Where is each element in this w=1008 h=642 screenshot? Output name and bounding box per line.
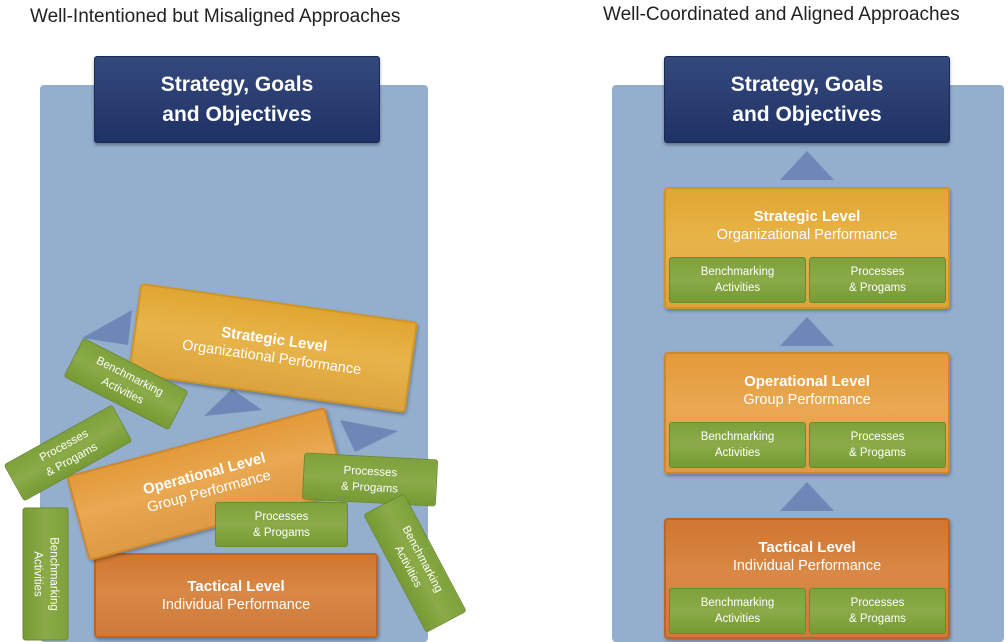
right-arrow-3 (780, 482, 834, 511)
left-processes-box-3-line2: & Progams (253, 526, 310, 539)
right-strategic-processes-line2: & Progams (849, 282, 906, 294)
right-arrow-1 (780, 151, 834, 180)
right-strategic-processes-box: Processes & Progams (809, 257, 946, 303)
left-tactical-level-name: Tactical Level (187, 578, 285, 595)
left-arrow-2 (204, 389, 262, 416)
left-processes-box-2: Processes & Progams (301, 452, 439, 507)
right-strategic-benchmarking-line1: Benchmarking (700, 266, 775, 278)
right-operational-level-subtitle: Group Performance (743, 392, 871, 408)
right-tactical-benchmarking-line1: Benchmarking (700, 597, 775, 609)
right-tactical-level-box: Tactical Level Individual Performance Be… (664, 518, 950, 639)
left-processes-box-2-line2: & Progams (340, 480, 399, 495)
right-strategy-line2: and Objectives (732, 102, 882, 126)
right-operational-processes-line2: & Progams (849, 447, 906, 459)
right-arrow-2 (780, 317, 834, 346)
right-strategic-level-subtitle: Organizational Performance (716, 227, 898, 243)
right-strategic-benchmarking-box: Benchmarking Activities (669, 257, 806, 303)
left-benchmarking-box-2-line2: Activities (31, 551, 44, 597)
right-diagram-title: Well-Coordinated and Aligned Approaches (603, 4, 960, 25)
right-operational-benchmarking-box: Benchmarking Activities (669, 422, 806, 468)
right-strategic-processes-line1: Processes (850, 266, 905, 278)
right-operational-level-name: Operational Level (744, 373, 870, 390)
right-tactical-processes-line2: & Progams (849, 613, 906, 625)
left-processes-box-3-line1: Processes (254, 510, 309, 523)
right-strategic-benchmarking-line2: Activities (714, 282, 761, 294)
right-strategic-level-name: Strategic Level (753, 208, 861, 225)
left-arrow-3 (340, 420, 398, 452)
right-operational-benchmarking-line1: Benchmarking (700, 431, 775, 443)
right-operational-processes-box: Processes & Progams (809, 422, 946, 468)
right-tactical-level-subtitle: Individual Performance (732, 558, 882, 574)
right-operational-level-box: Operational Level Group Performance Benc… (664, 352, 950, 474)
left-diagram-title: Well-Intentioned but Misaligned Approach… (30, 6, 401, 27)
left-benchmarking-box-2: Benchmarking Activities (22, 507, 69, 641)
right-tactical-level-name: Tactical Level (758, 539, 856, 556)
left-arrow-1 (82, 310, 132, 345)
right-operational-benchmarking-line2: Activities (714, 447, 761, 459)
right-operational-processes-line1: Processes (850, 431, 905, 443)
right-tactical-processes-box: Processes & Progams (809, 588, 946, 634)
right-tactical-benchmarking-box: Benchmarking Activities (669, 588, 806, 634)
right-strategic-level-box: Strategic Level Organizational Performan… (664, 187, 950, 309)
right-strategy-goals-box: Strategy, Goals and Objectives (664, 56, 950, 143)
left-strategy-line1: Strategy, Goals (160, 72, 314, 96)
right-tactical-benchmarking-line2: Activities (714, 613, 761, 625)
right-strategy-line1: Strategy, Goals (730, 72, 884, 96)
left-processes-box-3: Processes & Progams (215, 502, 348, 547)
right-tactical-processes-line1: Processes (850, 597, 905, 609)
left-tactical-level-subtitle: Individual Performance (161, 597, 311, 613)
left-strategy-goals-box: Strategy, Goals and Objectives (94, 56, 380, 143)
left-strategy-line2: and Objectives (162, 102, 312, 126)
left-benchmarking-box-2-line1: Benchmarking (47, 537, 60, 611)
left-tactical-level-box: Tactical Level Individual Performance (94, 553, 378, 638)
